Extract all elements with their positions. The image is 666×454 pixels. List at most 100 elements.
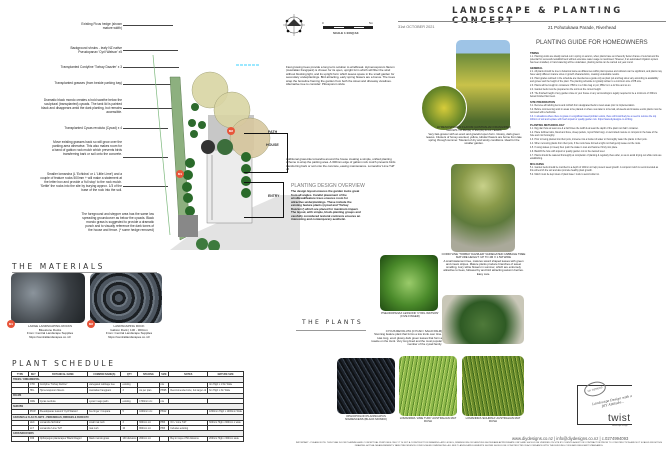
cordyline-photo bbox=[451, 164, 515, 252]
label-existing-grasses: Move existing grasses back so will grow … bbox=[52, 140, 122, 156]
plant-desc: Stunning feature plant that forms a low … bbox=[371, 332, 442, 347]
material-supplier: From: Central Landscape Supplies bbox=[26, 331, 74, 335]
plant-size: GROWS TO 6M (H) X 3M (W) IN 10 YEARS bbox=[446, 128, 502, 133]
guide-item: 4.6. Backfill the hole with topsoil or q… bbox=[530, 151, 606, 153]
plant-name: CORDYLINE 'TORBAY DAZZLER' VARIEGATED CA… bbox=[441, 252, 526, 256]
black-mondo-photo bbox=[337, 358, 395, 414]
materials-rule bbox=[12, 272, 157, 273]
cell: 130 divisions bbox=[120, 435, 139, 443]
north-arrow-icon bbox=[282, 13, 306, 37]
plant-schedule-table: TYPE KEY BOTANICAL NAME COMMON NAME(S) Q… bbox=[11, 370, 244, 443]
m2-badge: M2 bbox=[87, 320, 95, 328]
house-label: HOUSE bbox=[266, 143, 279, 147]
material-supplier: From: Central Landscape Supplies bbox=[105, 331, 153, 335]
grass-note: Additional grass-like lomandra around th… bbox=[286, 157, 396, 172]
black-mondo-caption: OPHIOPOGON PLANISCAPUS NIGRESCENS (BLACK… bbox=[345, 414, 387, 422]
scale-bar bbox=[323, 26, 373, 29]
leader-line bbox=[123, 25, 173, 26]
guide-section-title: PLANTING METHODOLOGY bbox=[530, 124, 565, 127]
guide-item: 4.5. If using stakes (or trees) then pus… bbox=[530, 147, 618, 149]
m2-marker: M2 bbox=[227, 127, 235, 135]
entry-label: ENTRY bbox=[268, 194, 280, 198]
cell bbox=[158, 435, 170, 443]
m1-badge: M1 bbox=[7, 320, 15, 328]
plan-date: 31st OCTOBER 2021 bbox=[398, 25, 435, 29]
planting-guide: TIMING 1.1. Planting works are ideally c… bbox=[530, 50, 662, 285]
scale-start: 0 bbox=[322, 21, 324, 25]
schedule-heading: PLANT SCHEDULE bbox=[12, 359, 116, 368]
pseudopanax-caption: PSEUDOPANAX LESSONII 'CYRIL WATSON' (FIV… bbox=[381, 311, 439, 319]
material-link[interactable]: https://centrallandscapes.co.nz/ bbox=[107, 334, 151, 339]
guide-item: 5.1. Garden beds should be mulched to a … bbox=[530, 167, 659, 172]
plant-desc: A small statement tree, matures sword sh… bbox=[443, 258, 524, 276]
label-grasses: Transplanted grasses (from beside parkin… bbox=[54, 81, 122, 85]
site-address: 21 Pohutukawa Parade, Riverhead bbox=[548, 25, 617, 30]
plant-desc: Very fast-grower with an erect and grace… bbox=[426, 131, 522, 146]
disclaimer: IMPORTANT - PLEASE NOTE: THIS PLAN IS FO… bbox=[295, 442, 663, 447]
material-1-caption: LARGE LANDSCAPING ROCKS Bluestone Rocks … bbox=[14, 324, 86, 339]
lomandra-echidna-caption: LOMANDRA 'ECHIDNA' AUSTRALIAN MAT RUSH bbox=[465, 416, 521, 424]
page-title: LANDSCAPE & PLANTING CONCEPT bbox=[452, 6, 623, 26]
hymenosporum-caption: HYMENOSPORUM FLAVUM (AUSTRALIAN FRANGIPA… bbox=[424, 125, 524, 146]
guide-item: 3.2. Before commencing work in areas to … bbox=[530, 109, 662, 114]
material-detail: Gabion Rock | 100 - 300mm bbox=[110, 327, 148, 332]
lomandra-lime-tuff-photo bbox=[399, 356, 457, 416]
overview-body: The design layout ensures the garden loo… bbox=[291, 189, 361, 221]
lomandra-echidna-photo bbox=[462, 356, 524, 416]
material-name: LANDSCAPING ROCK bbox=[113, 324, 145, 328]
material-detail: Bluestone Rocks bbox=[38, 327, 62, 332]
label-cordyline: Transplanted Cordyline 'Torbay Dazzler' … bbox=[60, 65, 122, 69]
guide-item: 4.1. Dig plant hole at least one & a hal… bbox=[530, 128, 639, 130]
plant-name: HYMENOSPORUM FLAVUM (AUSTRALIAN FRANGIPA… bbox=[436, 125, 512, 129]
plants-heading: THE PLANTS bbox=[302, 319, 364, 326]
entry-outline bbox=[244, 182, 284, 218]
guide-item: 4.2. Place fertiliser tabs, blood and bo… bbox=[530, 132, 658, 137]
cordyline-caption: CORDYLINE 'TORBAY DAZZLER' VARIEGATED CA… bbox=[441, 252, 526, 276]
guide-item: 2.1. All plants should be true to botani… bbox=[530, 71, 662, 76]
guide-section-title: SITE PREPARATION bbox=[530, 101, 555, 104]
guide-item: 4.3. Prior to being planted into their p… bbox=[530, 139, 648, 141]
cycas-photo bbox=[442, 295, 524, 344]
plants-rule bbox=[296, 330, 366, 331]
guide-item: 4.4. When removing plants from their pot… bbox=[530, 143, 641, 145]
guide-item: 2.5. The finished height of any garden c… bbox=[530, 93, 657, 98]
label-foreground: The foreground and stepper area has the … bbox=[81, 212, 154, 232]
site-plan bbox=[150, 35, 300, 252]
guide-item: 1.1. Planting works are ideally carried … bbox=[530, 56, 660, 64]
contact-line[interactable]: www.diydesigns.co.nz | info@diydesigns.c… bbox=[512, 436, 629, 441]
house-outline bbox=[244, 133, 288, 173]
guide-section-title: MULCHING bbox=[530, 163, 544, 166]
guide-item[interactable]: 3.3. In situations where there is grass … bbox=[530, 116, 657, 121]
m1-marker: M1 bbox=[176, 170, 184, 178]
bluestone-rock-photo bbox=[11, 273, 85, 323]
guide-item: 4.7. Plants should be watered thoroughly… bbox=[530, 155, 662, 160]
hymenosporum-flower-inset bbox=[421, 85, 467, 131]
material-2-caption: LANDSCAPING ROCK Gabion Rock | 100 - 300… bbox=[93, 324, 165, 339]
scale-label: SCALE 1:100@A3 bbox=[333, 31, 359, 35]
guide-heading: PLANTING GUIDE FOR HOMEOWNERS bbox=[536, 40, 648, 46]
label-black-mondo: Dramatic black mondo creates a bold swat… bbox=[41, 98, 122, 114]
label-lomandra-rocks: Smaller lomandra (L 'Echidna' or L 'Litt… bbox=[40, 172, 122, 192]
path-label: PATH bbox=[268, 130, 278, 134]
lomandra-lime-tuff-caption: LOMANDRA 'LIME TUFF' AUSTRALIAN MAT RUSH bbox=[399, 416, 457, 424]
gabion-rock-photo bbox=[90, 273, 162, 323]
cell: Ophiopogon planiscapus 'Black Dragon' bbox=[37, 435, 89, 443]
cycas-caption: CYCUS REVOLUTA (CYCAD / SAGO PALM) Stunn… bbox=[370, 329, 442, 347]
leader-line bbox=[123, 84, 178, 85]
overview-heading: PLANTING DESIGN OVERVIEW bbox=[291, 183, 365, 189]
cell: 200mm High x 300mm wide bbox=[207, 435, 244, 443]
materials-heading: THE MATERIALS bbox=[12, 262, 105, 271]
label-background-shrubs: Background shrubs - leafy NZ native Pseu… bbox=[70, 46, 122, 54]
material-link[interactable]: https://centrallandscapes.co.nz/ bbox=[28, 334, 72, 339]
label-ficus-hedge: Existing Ficus hedge (shown mature width… bbox=[81, 22, 122, 30]
plant-name: CYCUS REVOLUTA (CYCAD / SAGO PALM) bbox=[385, 329, 442, 333]
leader-line bbox=[123, 128, 168, 129]
guide-item: 2.4. Garden beds must be prepared so the… bbox=[530, 89, 602, 91]
guide-section-title: GENERAL bbox=[530, 67, 543, 70]
plant-size: MATURE HEIGHT: UP TO 4M X 1.5M WIDE bbox=[456, 255, 511, 260]
twist-logo-sub: landscape design bbox=[612, 425, 628, 427]
leader-line bbox=[123, 157, 168, 158]
cell: Buy in trays of 50 divisions bbox=[168, 435, 209, 443]
